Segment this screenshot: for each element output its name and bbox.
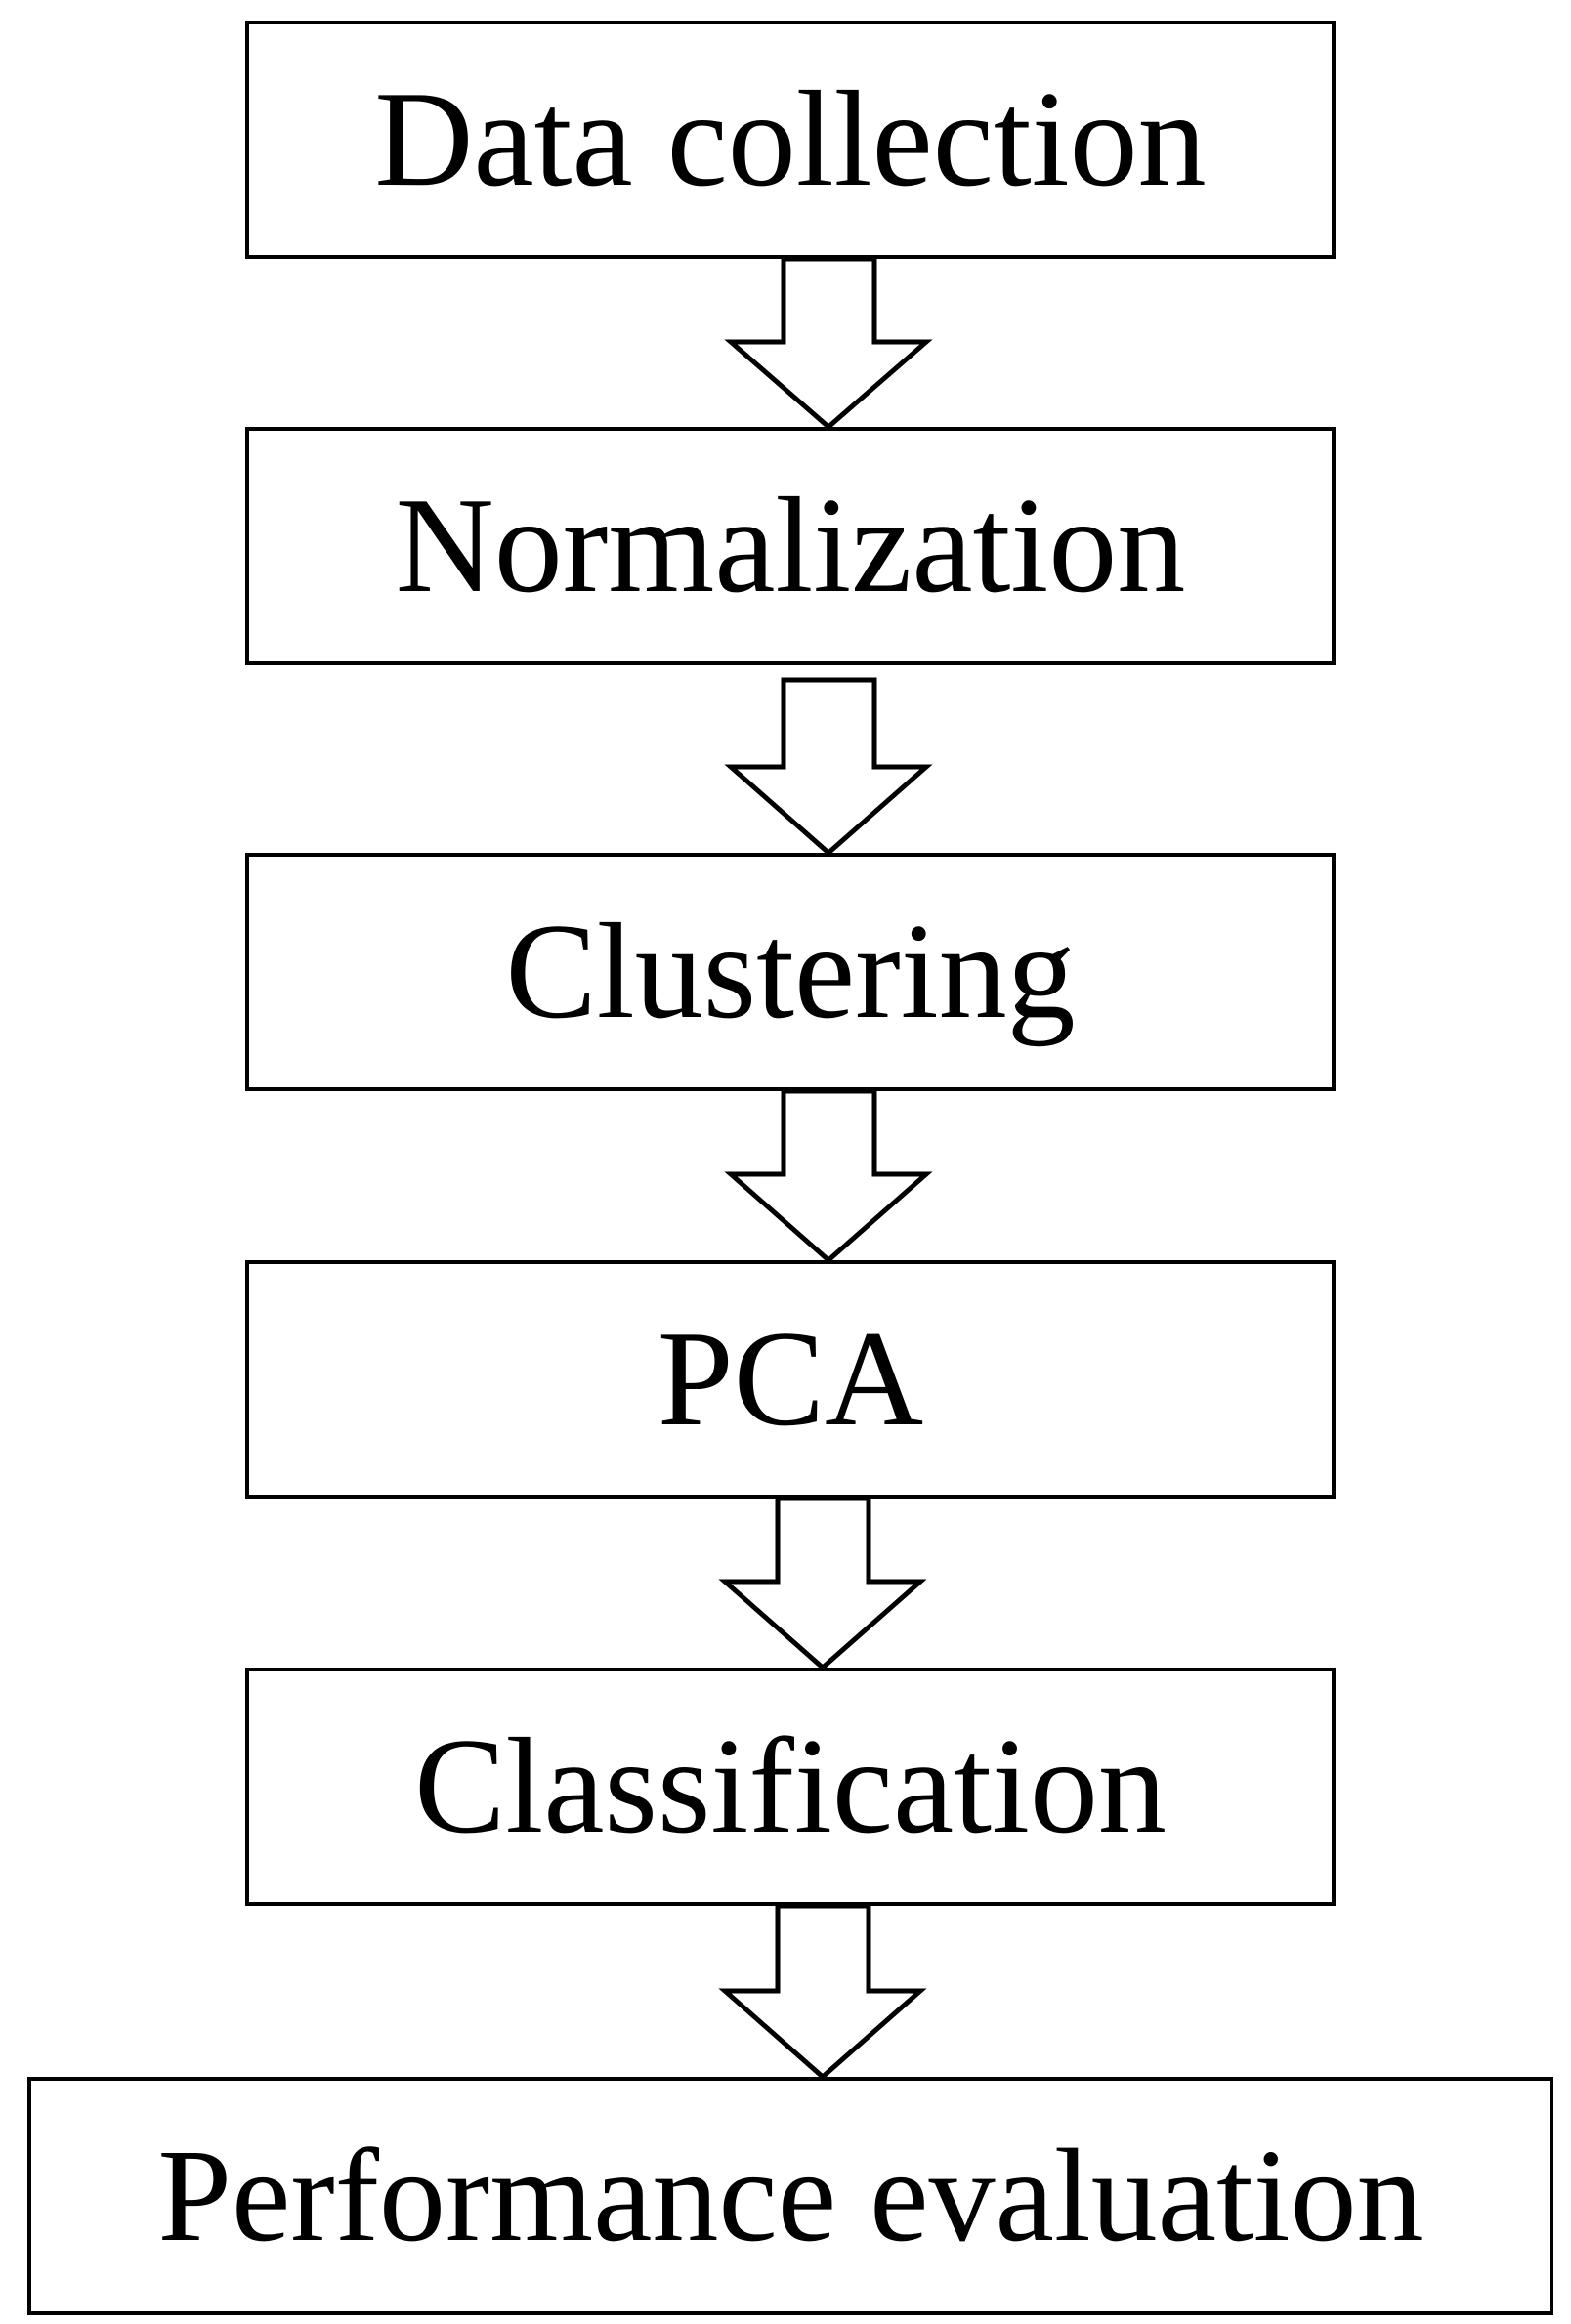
step-label: Normalization: [395, 470, 1186, 621]
step-data-collection: Data collection: [245, 21, 1336, 259]
step-label: Clustering: [505, 896, 1076, 1047]
step-normalization: Normalization: [245, 427, 1336, 665]
step-clustering: Clustering: [245, 853, 1336, 1091]
hollow-down-arrow-icon: [724, 677, 933, 857]
step-label: PCA: [657, 1303, 924, 1455]
hollow-down-arrow-icon: [718, 1496, 927, 1671]
step-label: Classification: [414, 1711, 1167, 1862]
hollow-down-arrow-icon: [724, 256, 933, 431]
step-label: Performance evaluation: [157, 2123, 1423, 2269]
hollow-down-arrow-icon: [724, 1088, 933, 1264]
step-performance-evaluation: Performance evaluation: [27, 2077, 1553, 2315]
step-classification: Classification: [245, 1668, 1336, 1906]
step-label: Data collection: [374, 63, 1207, 215]
step-pca: PCA: [245, 1260, 1336, 1499]
hollow-down-arrow-icon: [718, 1903, 927, 2081]
